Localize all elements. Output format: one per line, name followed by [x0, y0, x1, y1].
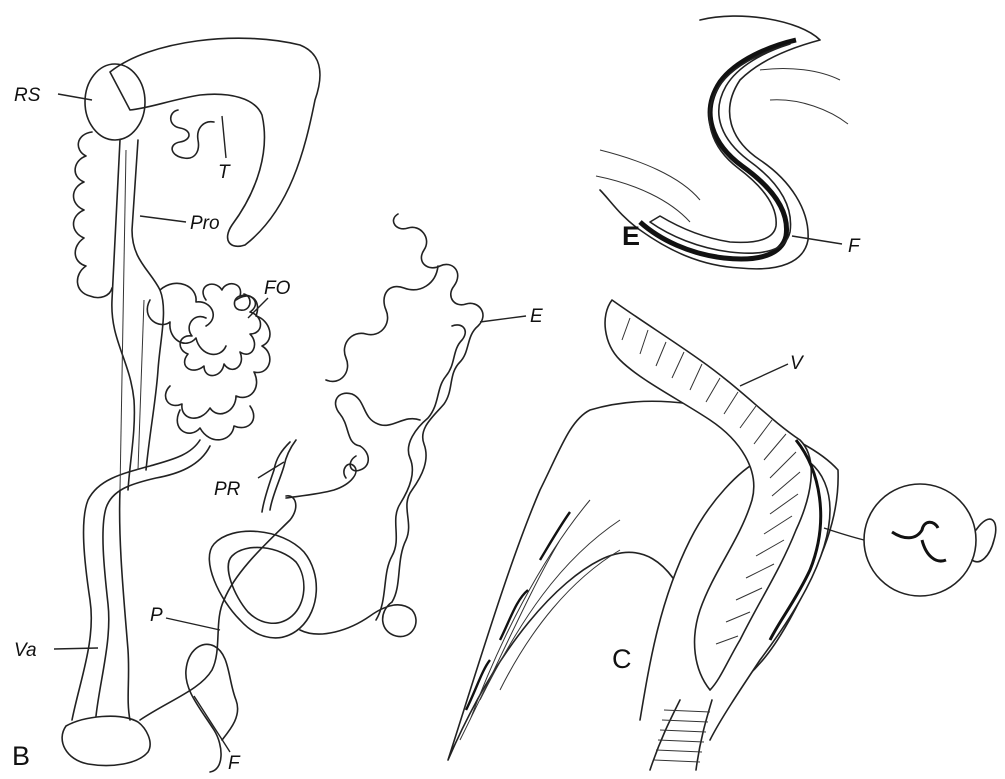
- label-pro: Pro: [190, 213, 220, 234]
- cross-section-circle: [864, 484, 976, 596]
- epiphallus-loops-upper: [326, 266, 438, 381]
- cross-section-lumen: [892, 522, 946, 561]
- label-f-b: F: [228, 753, 241, 774]
- label-fo: FO: [264, 278, 291, 299]
- leader-rs: [58, 94, 92, 100]
- genital-atrium: [62, 716, 150, 765]
- leader-f-e: [792, 236, 842, 244]
- epiphallus-loop-inner: [228, 547, 304, 623]
- epiphallus-loops-mid: [336, 393, 420, 446]
- leader-pro: [140, 216, 186, 222]
- s-shaped-duct-inner: [650, 44, 791, 253]
- label-pr: PR: [214, 479, 241, 500]
- label-va: Va: [14, 640, 37, 661]
- penis-loop: [140, 496, 296, 720]
- epiphallus-loops-mid-2: [350, 446, 368, 471]
- leader-v: [740, 364, 788, 386]
- leader-t: [222, 116, 226, 158]
- leader-fo: [248, 298, 268, 318]
- vertical-tube: [120, 150, 126, 490]
- label-e: E: [530, 306, 543, 327]
- label-p: P: [150, 605, 163, 626]
- s-shaped-duct-dark: [640, 40, 796, 259]
- cross-section-pointer: [824, 528, 864, 540]
- panel-b-drawing: [62, 38, 483, 772]
- panel-letter-b: B: [12, 741, 30, 771]
- leader-p: [166, 618, 220, 630]
- leader-f-b: [194, 696, 230, 752]
- receptaculum-seminis: [85, 64, 145, 140]
- lobed-oviduct: [74, 132, 113, 298]
- flagellum-coils-3: [177, 406, 253, 440]
- panel-letter-c: C: [612, 644, 632, 674]
- label-f-e: F: [848, 236, 861, 257]
- vertical-tube-2: [138, 300, 144, 470]
- leader-e: [480, 316, 526, 322]
- sheath-folds: [460, 500, 620, 740]
- label-rs: RS: [14, 85, 41, 106]
- leader-va: [54, 648, 98, 649]
- lobes-middle-2: [160, 283, 213, 326]
- label-v: V: [790, 353, 805, 374]
- epiphallus-duct: [286, 464, 356, 498]
- panel-c-drawing: [448, 300, 996, 770]
- label-t: T: [218, 162, 231, 183]
- epiphallus-duct-lower: [300, 602, 416, 637]
- lobes-middle: [147, 300, 226, 354]
- epiphallus-duct-b-inner: [96, 446, 210, 716]
- penial-retractor-2: [262, 442, 290, 512]
- epiphallus-long-2: [376, 325, 465, 620]
- epiphallus-duct-b: [72, 440, 200, 720]
- panel-letter-e: E: [622, 221, 640, 251]
- vagina: [120, 490, 130, 720]
- talon: [171, 110, 214, 158]
